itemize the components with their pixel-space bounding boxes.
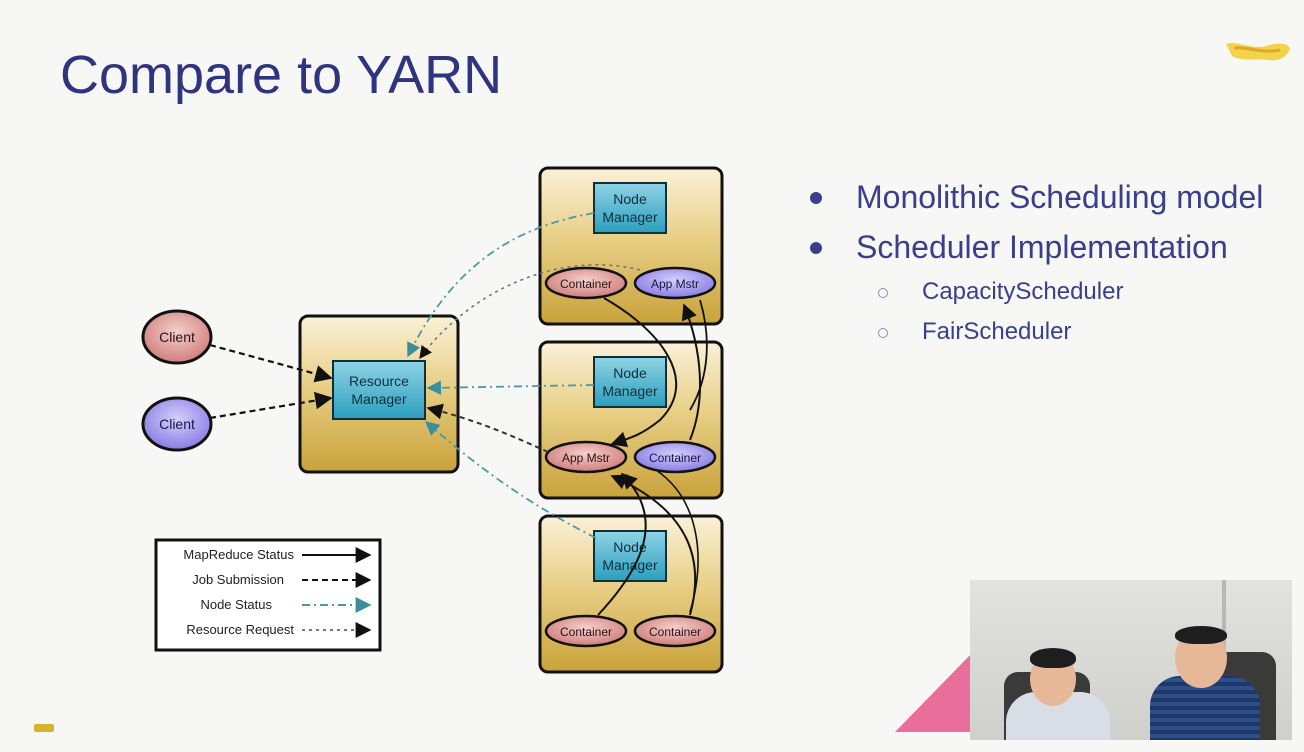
node-box-2: Node Manager App Mstr Container [538, 340, 724, 500]
bullet-monolithic: Monolithic Scheduling model [800, 172, 1270, 222]
legend-resource-request: Resource Request [186, 622, 294, 637]
node-box-1: Node Manager Container App Mstr [538, 166, 724, 326]
nm2-label-line1: Node [613, 365, 647, 381]
legend-job-submission: Job Submission [192, 572, 284, 587]
nm3-label-line2: Manager [602, 557, 658, 573]
node2-right-label: Container [649, 451, 701, 465]
nm1-label-line2: Manager [602, 209, 658, 225]
node1-left-label: Container [560, 277, 612, 291]
bullet-list: Monolithic Scheduling model Scheduler Im… [800, 172, 1270, 352]
node-status-arrows [407, 212, 597, 539]
yarn-diagram: Resource Manager Node Manager Container … [141, 166, 724, 674]
rm-label-line1: Resource [349, 373, 409, 389]
node1-right-label: App Mstr [651, 277, 699, 291]
client-2: Client [141, 396, 213, 452]
client-2-label: Client [159, 416, 195, 432]
node3-right-label: Container [649, 625, 701, 639]
slide-title: Compare to YARN [60, 45, 503, 105]
logo-mark-icon [1226, 43, 1290, 61]
decorative-triangle [895, 650, 975, 732]
mapreduce-status-arrows [597, 297, 708, 616]
nm3-label-line1: Node [613, 539, 647, 555]
presenter-video [970, 580, 1292, 740]
client-1: Client [141, 309, 213, 365]
legend-mapreduce-status: MapReduce Status [183, 547, 294, 562]
legend-node-status: Node Status [200, 597, 272, 612]
subbullet-fair: FairScheduler [800, 312, 1270, 352]
node-box-3: Node Manager Container Container [538, 514, 724, 674]
node3-left-label: Container [560, 625, 612, 639]
bullet-scheduler-impl: Scheduler Implementation [800, 222, 1270, 272]
nm2-label-line2: Manager [602, 383, 658, 399]
legend: MapReduce Status Job Submission Node Sta… [154, 538, 382, 652]
client-1-label: Client [159, 329, 195, 345]
resource-request-arrows [419, 264, 641, 453]
subbullet-capacity: CapacityScheduler [800, 272, 1270, 312]
job-submission-arrows [209, 343, 333, 420]
nm1-label-line1: Node [613, 191, 647, 207]
rm-label-line2: Manager [351, 391, 407, 407]
resource-manager-box: Resource Manager [298, 314, 460, 474]
node2-left-label: App Mstr [562, 451, 610, 465]
corner-mark-icon [34, 724, 54, 732]
